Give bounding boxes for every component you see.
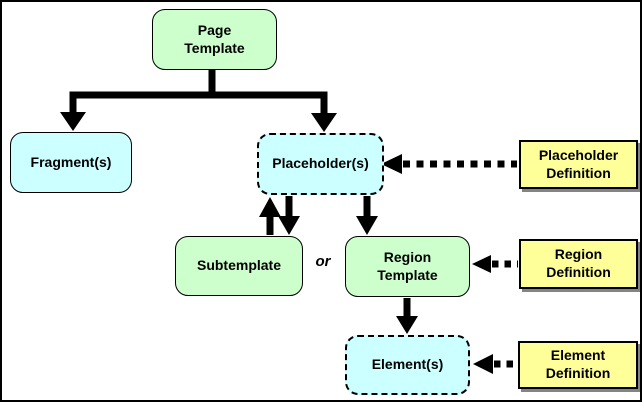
node-fragments: Fragment(s) xyxy=(10,132,132,193)
node-elements: Element(s) xyxy=(345,335,470,395)
node-region-template: Region Template xyxy=(345,236,470,297)
node-placeholders: Placeholder(s) xyxy=(257,133,384,195)
node-region-definition-label-line1: Region xyxy=(554,246,603,263)
node-element-definition: Element Definition xyxy=(518,341,638,389)
node-subtemplate: Subtemplate xyxy=(175,236,303,296)
or-label: or xyxy=(315,253,331,270)
arrowhead-placeholders-to-subtemplate xyxy=(278,216,300,235)
node-region-template-label-line2: Template xyxy=(377,266,438,283)
node-page-template: Page Template xyxy=(152,9,277,70)
node-placeholder-definition: Placeholder Definition xyxy=(519,140,638,189)
node-subtemplate-label: Subtemplate xyxy=(196,257,281,274)
node-region-template-label-line1: Region xyxy=(383,248,432,265)
arrowhead-element-definition xyxy=(473,354,493,374)
node-element-definition-label-line2: Definition xyxy=(545,365,611,381)
node-fragments-label: Fragment(s) xyxy=(30,153,112,170)
node-page-template-label-line2: Template xyxy=(184,39,245,56)
arrowhead-subtemplate-to-placeholders xyxy=(259,197,281,217)
node-element-definition-label-line1: Element xyxy=(550,347,606,364)
node-page-template-label-line1: Page xyxy=(197,21,232,38)
arrowhead-placeholder-definition xyxy=(381,154,402,174)
arrowhead-region-template-to-elements xyxy=(396,316,418,334)
node-region-definition: Region Definition xyxy=(519,239,638,289)
arrowhead-region-definition xyxy=(472,255,491,273)
node-placeholder-definition-label-line2: Definition xyxy=(546,164,611,181)
node-region-definition-label-line2: Definition xyxy=(546,264,611,280)
arrowhead-placeholders-to-region-template xyxy=(356,216,378,235)
node-placeholders-label: Placeholder(s) xyxy=(272,155,369,172)
node-elements-label: Element(s) xyxy=(371,356,444,373)
node-placeholder-definition-label-line1: Placeholder xyxy=(538,146,619,163)
arrowhead-to-placeholders xyxy=(311,113,337,132)
arrowhead-to-fragments xyxy=(60,112,86,131)
